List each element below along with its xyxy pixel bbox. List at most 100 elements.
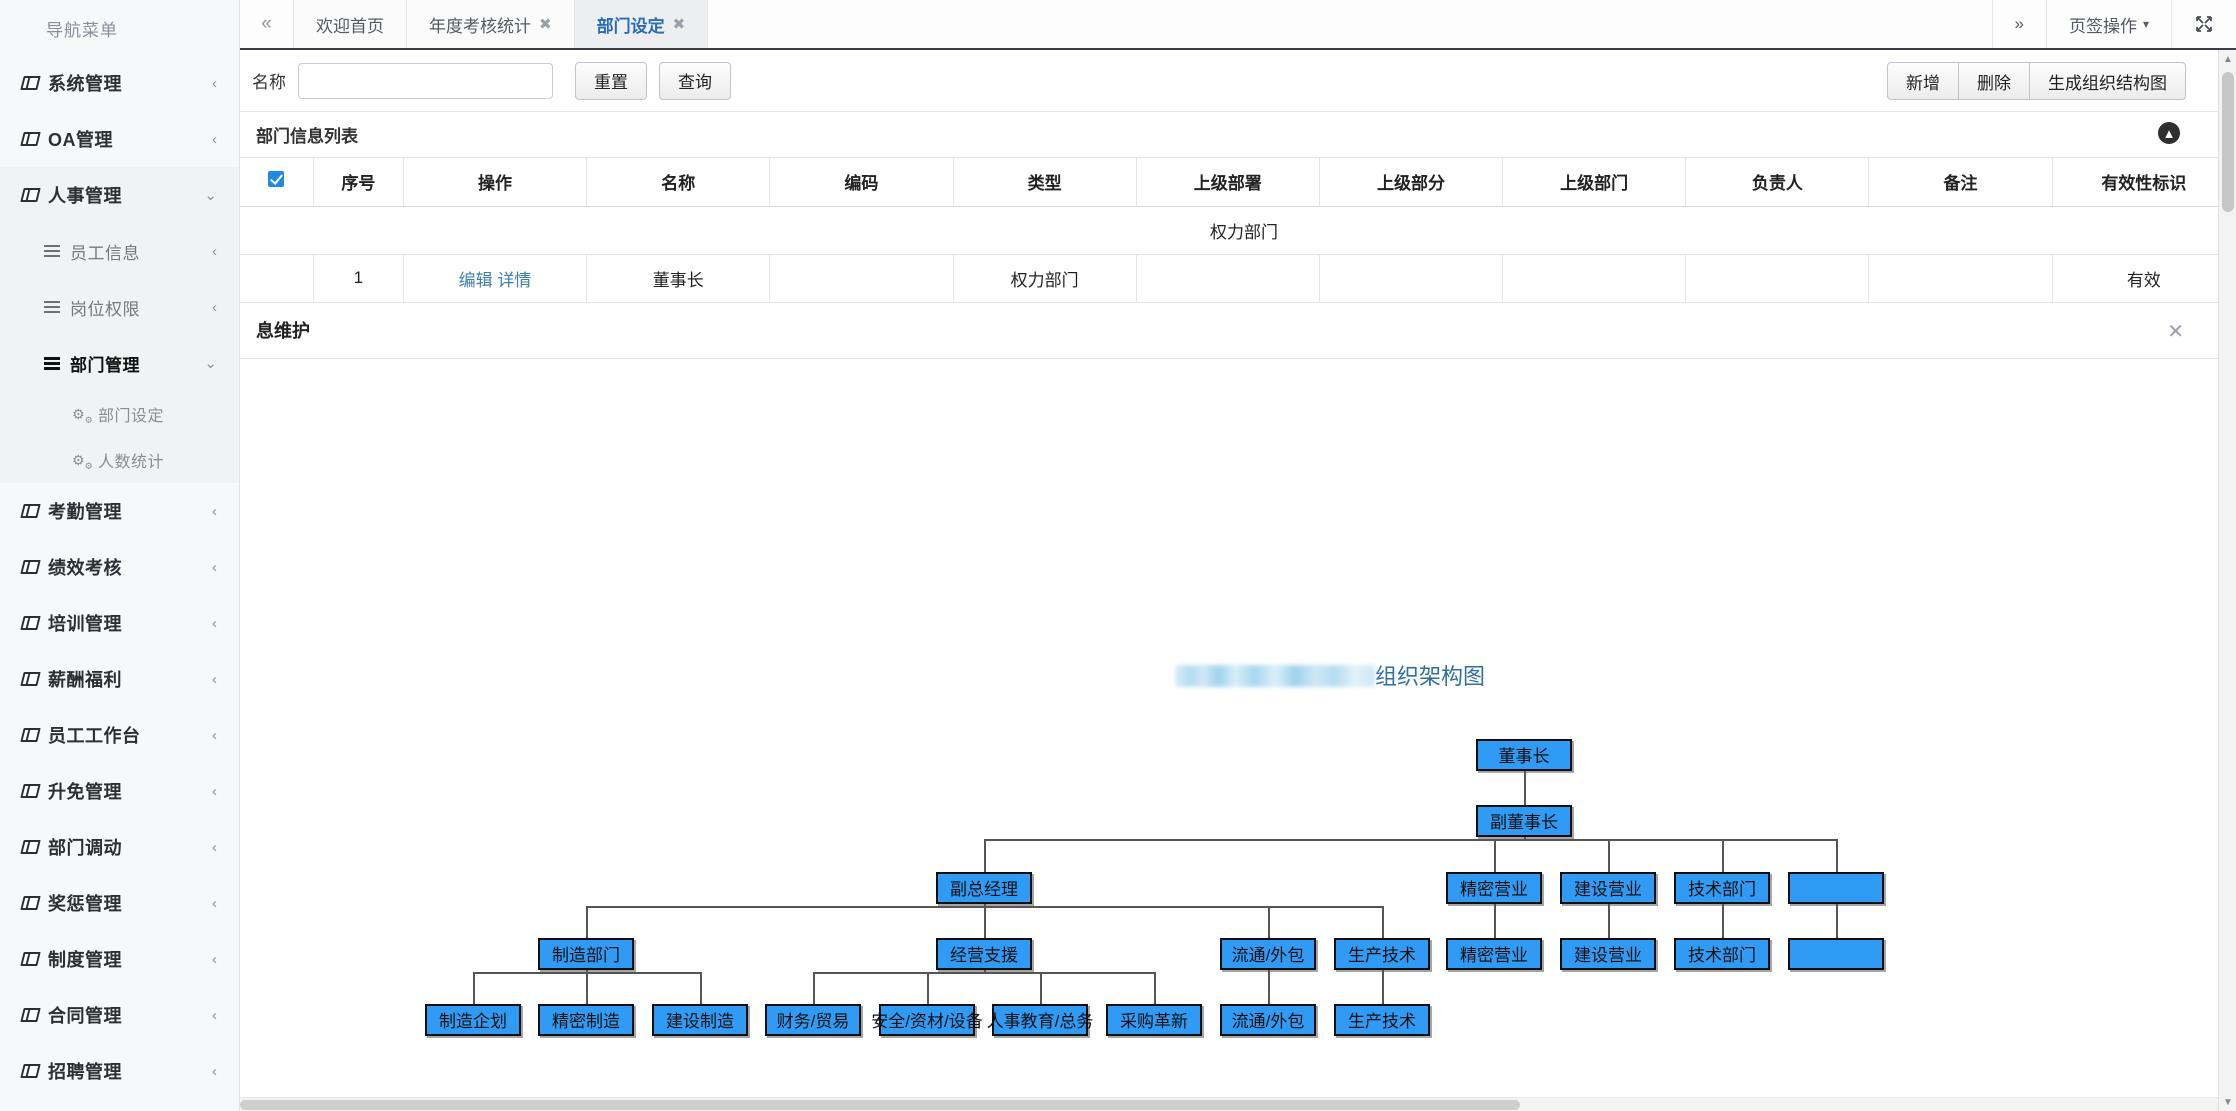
- org-node-label: 建设营业: [1574, 946, 1642, 965]
- arrow-up-icon[interactable]: ▲: [2158, 122, 2180, 144]
- org-node-n24[interactable]: 生产技术: [1334, 1003, 1430, 1036]
- org-node-n22[interactable]: 采购革新: [1106, 1003, 1202, 1036]
- org-node-n7[interactable]: [1788, 871, 1884, 904]
- sidebar-item-5[interactable]: 部门管理⌄: [0, 335, 239, 391]
- org-node-n10[interactable]: 流通/外包: [1220, 937, 1316, 970]
- sidebar-item-3[interactable]: 员工信息‹: [0, 223, 239, 279]
- tab-1[interactable]: 年度考核统计✖: [407, 0, 575, 48]
- tab-2[interactable]: 部门设定✖: [574, 0, 709, 48]
- org-node-n3[interactable]: 副总经理: [936, 871, 1032, 904]
- chevron-icon: ‹: [212, 726, 217, 744]
- org-node-n20[interactable]: 安全/资材/设备: [871, 1003, 983, 1036]
- org-node-n23[interactable]: 流通/外包: [1220, 1003, 1316, 1036]
- sidebar-item-16[interactable]: 制度管理‹: [0, 931, 239, 987]
- sidebar-item-7[interactable]: ⚙⚙ 人数统计: [0, 437, 239, 483]
- org-node-n16[interactable]: 制造企划: [425, 1003, 521, 1036]
- org-node-n19[interactable]: 财务/贸易: [765, 1003, 861, 1036]
- org-edge: [1836, 903, 1838, 938]
- org-node-n6[interactable]: 技术部门: [1674, 871, 1770, 904]
- row-checkbox[interactable]: [240, 254, 314, 303]
- sidebar-item-0[interactable]: 系统管理‹: [0, 55, 239, 111]
- chevron-icon: ‹: [212, 1006, 217, 1024]
- org-node-label: 制造企划: [439, 1012, 507, 1031]
- scroll-up-icon[interactable]: ▲: [2219, 50, 2236, 68]
- name-filter-input[interactable]: [298, 62, 553, 99]
- org-node-label: 技术部门: [1688, 946, 1756, 965]
- org-node-n18[interactable]: 建设制造: [652, 1003, 748, 1036]
- search-toolbar: 名称 重置 查询 新增 删除 生成组织结构图: [240, 50, 2236, 112]
- sidebar-item-1[interactable]: OA管理‹: [0, 111, 239, 167]
- tab-bar-right: » 页签操作 ▾: [1991, 0, 2236, 48]
- column-header-2: 操作: [403, 158, 588, 207]
- vertical-scrollbar-thumb[interactable]: [2222, 72, 2234, 212]
- fullscreen-icon[interactable]: [2171, 0, 2236, 48]
- org-node-n4[interactable]: 精密营业: [1446, 871, 1542, 904]
- sidebar-item-10[interactable]: 培训管理‹: [0, 595, 239, 651]
- delete-button[interactable]: 删除: [1959, 62, 2030, 100]
- org-node-n9[interactable]: 经营支援: [936, 937, 1032, 970]
- chevron-icon: ⌄: [204, 355, 217, 372]
- chevron-icon: ‹: [212, 838, 217, 856]
- org-node-n5[interactable]: 建设营业: [1560, 871, 1656, 904]
- page-operations-menu[interactable]: 页签操作 ▾: [2045, 0, 2171, 48]
- tab-close-icon[interactable]: ✖: [539, 16, 552, 33]
- vertical-scrollbar[interactable]: ▲ ▼: [2218, 50, 2236, 1111]
- tab-close-icon[interactable]: ✖: [672, 16, 686, 33]
- sidebar-item-12[interactable]: 员工工作台 ‹: [0, 707, 239, 763]
- org-node-n8[interactable]: 制造部门: [538, 937, 634, 970]
- org-node-n17[interactable]: 精密制造: [538, 1003, 634, 1036]
- reset-button[interactable]: 重置: [575, 61, 647, 100]
- sidebar-item-11[interactable]: 薪酬福利‹: [0, 651, 239, 707]
- sidebar-item-8[interactable]: 考勤管理‹: [0, 483, 239, 539]
- chevron-icon: ‹: [212, 130, 217, 148]
- tabs-scroll-left-icon[interactable]: «: [240, 0, 294, 48]
- org-node-label: 生产技术: [1348, 946, 1416, 965]
- scroll-down-icon[interactable]: ▼: [2219, 1093, 2236, 1111]
- detail-link[interactable]: 详情: [497, 270, 532, 290]
- tab-0[interactable]: 欢迎首页: [294, 0, 407, 48]
- sidebar-item-4[interactable]: 岗位权限‹: [0, 279, 239, 335]
- cell-parent-1: [1136, 254, 1320, 303]
- edit-link[interactable]: 编辑: [458, 270, 493, 290]
- gears-icon: ⚙⚙: [72, 452, 93, 471]
- sidebar-item-2[interactable]: 人事管理⌄: [0, 167, 239, 223]
- sidebar-item-17[interactable]: 合同管理‹: [0, 987, 239, 1043]
- cell-type: 权力部门: [953, 254, 1137, 303]
- sidebar-item-label: 薪酬福利: [48, 670, 122, 690]
- org-node-n15[interactable]: [1788, 937, 1884, 970]
- horizontal-scrollbar[interactable]: [240, 1097, 2218, 1111]
- sidebar-item-13[interactable]: 升免管理‹: [0, 763, 239, 819]
- org-node-n13[interactable]: 建设营业: [1560, 937, 1656, 970]
- org-node-n1[interactable]: 董事长: [1476, 738, 1572, 771]
- org-node-label: 流通/外包: [1231, 946, 1305, 965]
- sidebar-item-14[interactable]: 部门调动‹: [0, 819, 239, 875]
- org-node-n14[interactable]: 技术部门: [1674, 937, 1770, 970]
- cell-remark: [1868, 254, 2053, 303]
- table-group-row: 权力部门: [240, 206, 2236, 255]
- chevron-icon: ‹: [212, 1062, 217, 1080]
- sidebar-item-18[interactable]: 招聘管理‹: [0, 1043, 239, 1099]
- tabs-scroll-right-icon[interactable]: »: [1991, 0, 2046, 48]
- cell-parent-3: [1502, 254, 1687, 303]
- close-icon[interactable]: ✕: [2167, 320, 2184, 343]
- org-node-n12[interactable]: 精密营业: [1446, 937, 1542, 970]
- org-node-label: 制造部门: [552, 946, 620, 965]
- sidebar-item-6[interactable]: ⚙⚙部门设定: [0, 391, 239, 437]
- org-node-n11[interactable]: 生产技术: [1334, 937, 1430, 970]
- book-icon: [22, 784, 48, 798]
- add-button[interactable]: 新增: [1887, 62, 1959, 100]
- sidebar-item-label: 员工工作台: [48, 726, 141, 746]
- org-node-n21[interactable]: 人事教育/总务: [987, 1003, 1093, 1036]
- generate-org-chart-button[interactable]: 生成组织结构图: [2030, 62, 2186, 100]
- org-edge: [586, 969, 588, 972]
- sidebar-item-label: 人数统计: [98, 454, 165, 471]
- nav-menu-title: 导航菜单: [46, 21, 118, 40]
- select-all-checkbox[interactable]: [268, 171, 285, 188]
- org-node-n2[interactable]: 副董事长: [1476, 804, 1572, 837]
- sidebar-item-9[interactable]: 绩效考核‹: [0, 539, 239, 595]
- horizontal-scrollbar-thumb[interactable]: [240, 1100, 1520, 1110]
- sidebar-item-15[interactable]: 奖惩管理‹: [0, 875, 239, 931]
- query-button[interactable]: 查询: [659, 61, 731, 100]
- book-icon: [22, 1064, 48, 1078]
